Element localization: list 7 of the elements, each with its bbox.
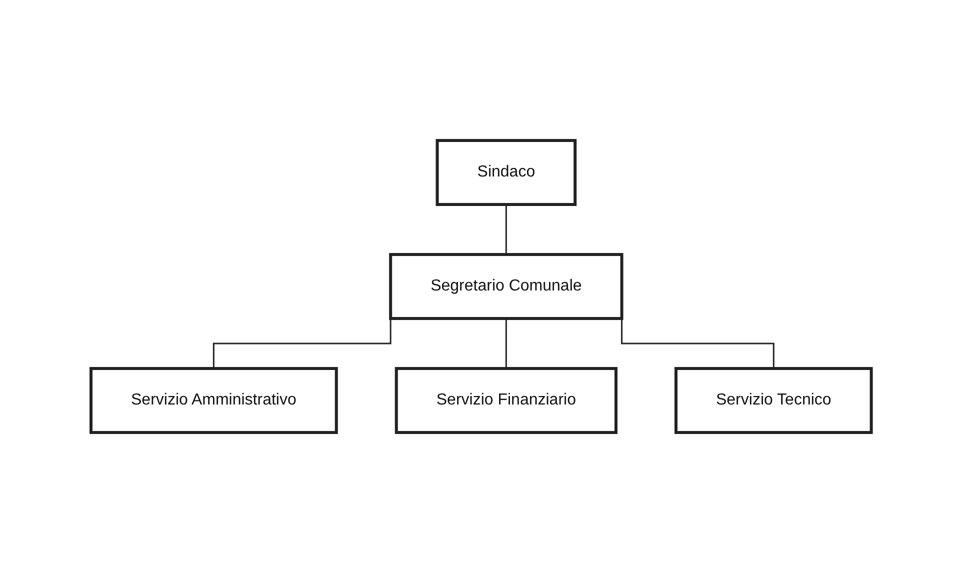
- connector: [506, 318, 508, 370]
- connector: [506, 204, 508, 256]
- node-box: Servizio Amministrativo: [90, 367, 338, 434]
- node-box: Servizio Tecnico: [674, 367, 874, 434]
- node-box: Sindaco: [436, 139, 577, 206]
- node-box: Segretario Comunale: [389, 253, 624, 320]
- node-box: Servizio Finanziario: [395, 367, 618, 434]
